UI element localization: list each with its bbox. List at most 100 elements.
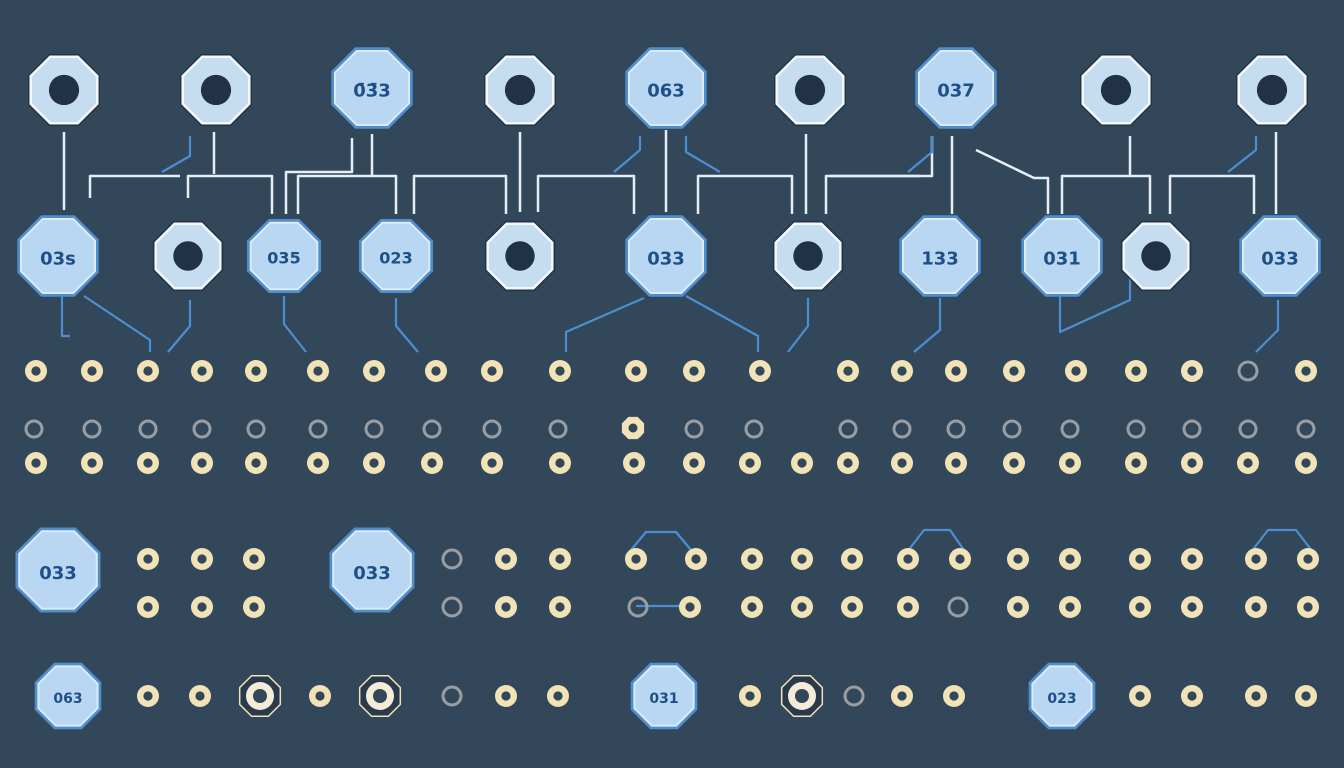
solder-pad [137, 685, 159, 707]
solder-pad [1295, 360, 1317, 382]
solder-pad [245, 452, 267, 474]
node-label: 063 [53, 691, 82, 707]
labelled-node: 063 [34, 662, 102, 730]
solder-pad [307, 452, 329, 474]
solder-pad [1297, 548, 1319, 570]
labelled-node: 063 [625, 47, 707, 129]
trace-white [296, 174, 398, 214]
hex-nut-icon [1236, 54, 1308, 126]
solder-pad [309, 685, 331, 707]
solder-pad [685, 548, 707, 570]
pad-gray [1002, 419, 1022, 439]
solder-pad [841, 548, 863, 570]
solder-pad [741, 596, 763, 618]
solder-pad [307, 360, 329, 382]
solder-pad [891, 685, 913, 707]
pad-gray [1182, 419, 1202, 439]
trace-blue [564, 296, 645, 352]
solder-pad [683, 360, 705, 382]
solder-pad [81, 360, 103, 382]
solder-pad [549, 452, 571, 474]
hex-nut-icon [484, 54, 556, 126]
node-label: 031 [1043, 248, 1081, 269]
solder-pad [1245, 596, 1267, 618]
labelled-node: 023 [359, 219, 433, 293]
pad-gray [548, 419, 568, 439]
trace-blue [1247, 528, 1317, 557]
trace-blue [1058, 276, 1132, 334]
solder-pad [495, 548, 517, 570]
labelled-node: 031 [630, 662, 698, 730]
solder-pad [1181, 596, 1203, 618]
small-nut-icon [780, 674, 824, 718]
solder-pad [837, 360, 859, 382]
solder-pad [1125, 452, 1147, 474]
pad-gray [246, 419, 266, 439]
trace-white [1168, 174, 1256, 214]
trace-white [1060, 174, 1152, 214]
solder-pad [739, 452, 761, 474]
labelled-node: 035 [247, 219, 321, 293]
pad-gray [1238, 419, 1258, 439]
solder-pad [791, 596, 813, 618]
pad-gray [441, 596, 463, 618]
solder-pad [897, 596, 919, 618]
trace-blue [787, 298, 810, 353]
solder-pad [837, 452, 859, 474]
solder-pad [1059, 548, 1081, 570]
pad-gray [947, 596, 969, 618]
solder-pad [137, 548, 159, 570]
hex-pad-icon [621, 416, 645, 440]
solder-pad [495, 685, 517, 707]
solder-pad [191, 360, 213, 382]
solder-pad [363, 360, 385, 382]
node-label: 033 [353, 563, 391, 584]
solder-pad [25, 452, 47, 474]
hex-nut-icon [152, 220, 224, 292]
pad-gray [482, 419, 502, 439]
solder-pad [1181, 685, 1203, 707]
solder-pad [1007, 596, 1029, 618]
solder-pad [891, 360, 913, 382]
trace-white [975, 148, 1050, 214]
node-label: 035 [267, 249, 300, 268]
node-label: 133 [921, 248, 959, 269]
solder-pad [1295, 685, 1317, 707]
node-label: 023 [379, 249, 412, 268]
labelled-node: 133 [899, 215, 981, 297]
solder-pad [1125, 360, 1147, 382]
solder-pad [891, 452, 913, 474]
pad-gray [684, 419, 704, 439]
pad-gray [1060, 419, 1080, 439]
labelled-node: 033 [329, 527, 415, 613]
pad-gray [1296, 419, 1316, 439]
trace-blue [282, 296, 307, 353]
node-label: 033 [647, 248, 685, 269]
solder-pad [191, 548, 213, 570]
solder-pad [25, 360, 47, 382]
node-label: 031 [649, 691, 678, 707]
trace-blue [913, 298, 942, 353]
node-label: 033 [1261, 248, 1299, 269]
solder-pad [481, 360, 503, 382]
pad-gray [1237, 360, 1259, 382]
pad-gray [138, 419, 158, 439]
solder-pad [1181, 360, 1203, 382]
solder-pad [1129, 596, 1151, 618]
trace-blue [625, 530, 697, 557]
solder-pad [81, 452, 103, 474]
pad-gray [843, 685, 865, 707]
solder-pad [897, 548, 919, 570]
pad-gray [308, 419, 328, 439]
trace-blue [167, 300, 192, 353]
solder-pad [739, 685, 761, 707]
node-label: 023 [1047, 691, 1076, 707]
hex-nut-icon [1080, 54, 1152, 126]
solder-pad [949, 548, 971, 570]
trace-white [412, 174, 508, 214]
labelled-node: 0̄3̄3 [331, 47, 413, 129]
labelled-node: 033 [625, 215, 707, 297]
hex-nut-icon [180, 54, 252, 126]
pad-gray [192, 419, 212, 439]
